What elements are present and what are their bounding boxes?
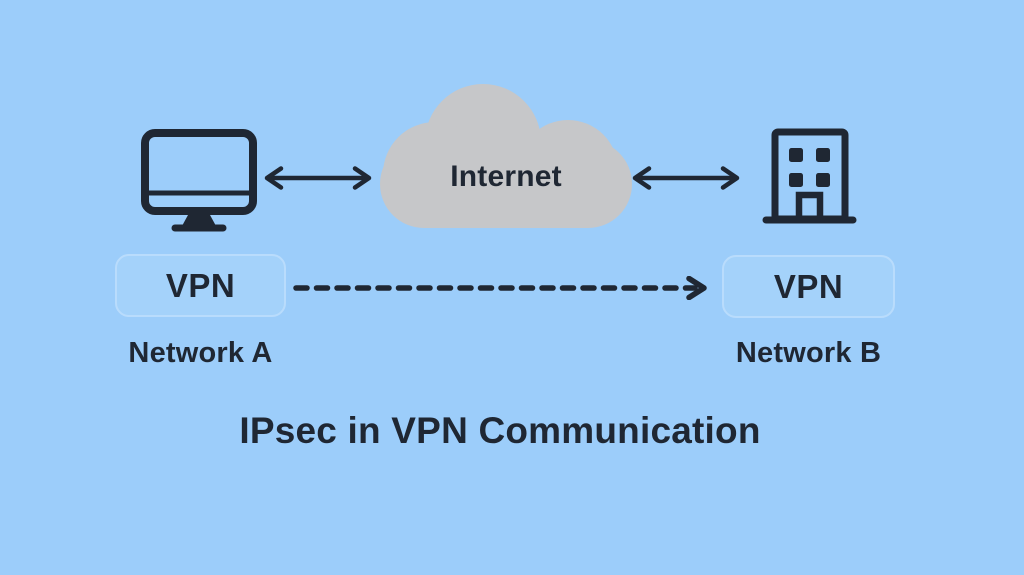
vpn-box-a: VPN [115, 254, 286, 317]
vpn-box-a-label: VPN [165, 266, 236, 304]
double-arrow-right-icon [628, 164, 744, 192]
desktop-computer-icon [141, 129, 257, 233]
vpn-box-b-label: VPN [773, 267, 844, 305]
diagram-title: IPsec in VPN Communication [239, 410, 761, 451]
internet-cloud-icon [380, 82, 632, 228]
double-arrow-left-icon [260, 164, 376, 192]
vpn-tunnel-dashed-arrow-icon [291, 276, 715, 300]
vpn-box-b: VPN [722, 255, 895, 318]
internet-label: Internet [450, 160, 562, 193]
office-building-icon [758, 124, 860, 226]
network-a-label: Network A [128, 337, 273, 369]
network-b-label: Network B [735, 337, 882, 369]
